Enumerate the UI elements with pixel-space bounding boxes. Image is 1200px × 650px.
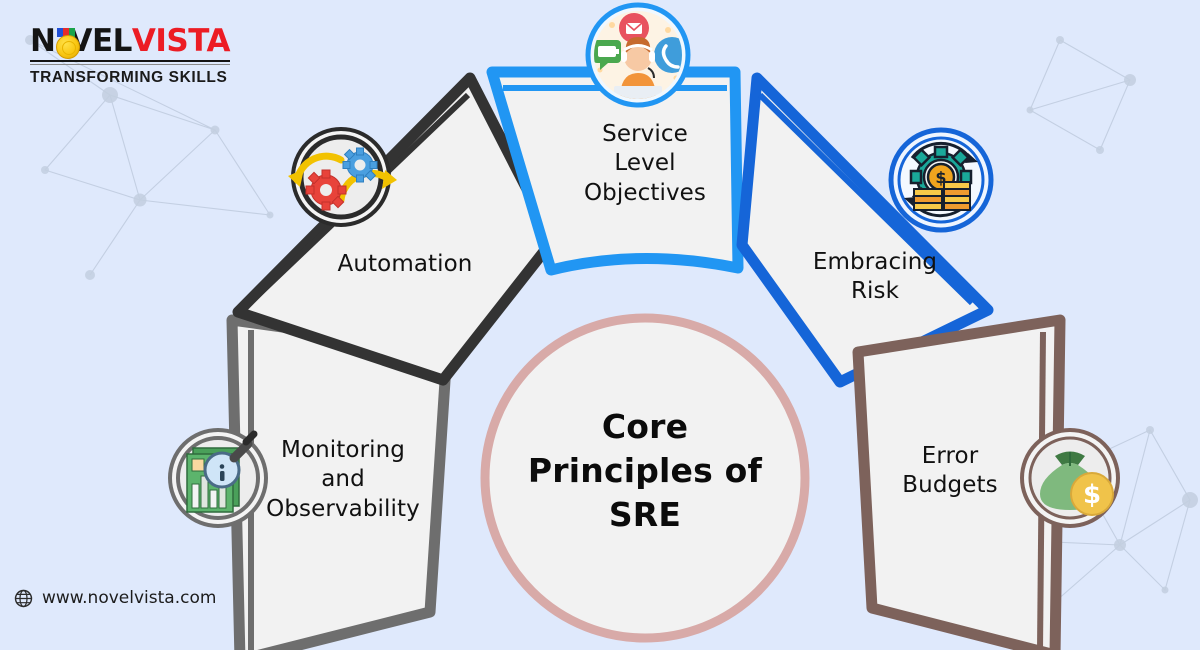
svg-text:$: $	[935, 168, 946, 187]
gear-coins-icon: $	[888, 127, 994, 233]
money-bag-icon: $	[1020, 428, 1120, 528]
brand-logo[interactable]: N VEL VISTA TRANSFORMING SKILLS	[30, 23, 231, 87]
center-title: Core Principles of SRE	[527, 407, 763, 534]
footer[interactable]: www.novelvista.com	[14, 588, 216, 608]
brand-divider-thin	[30, 64, 230, 65]
brand-wordmark: N VEL VISTA	[30, 23, 231, 59]
globe-icon	[14, 589, 33, 607]
segment-embracing-risk[interactable]	[736, 72, 994, 388]
magnifier-chart-icon	[168, 428, 268, 528]
footer-url: www.novelvista.com	[42, 588, 217, 608]
svg-text:$: $	[1083, 480, 1101, 510]
medal-icon	[55, 27, 81, 59]
brand-name-n: N	[30, 23, 56, 59]
center-circle	[480, 313, 810, 643]
gears-icon	[288, 127, 397, 227]
brand-divider	[30, 60, 230, 62]
brand-name-vista: VISTA	[131, 23, 231, 59]
brand-tagline: TRANSFORMING SKILLS	[30, 69, 228, 86]
support-agent-icon	[585, 2, 691, 108]
